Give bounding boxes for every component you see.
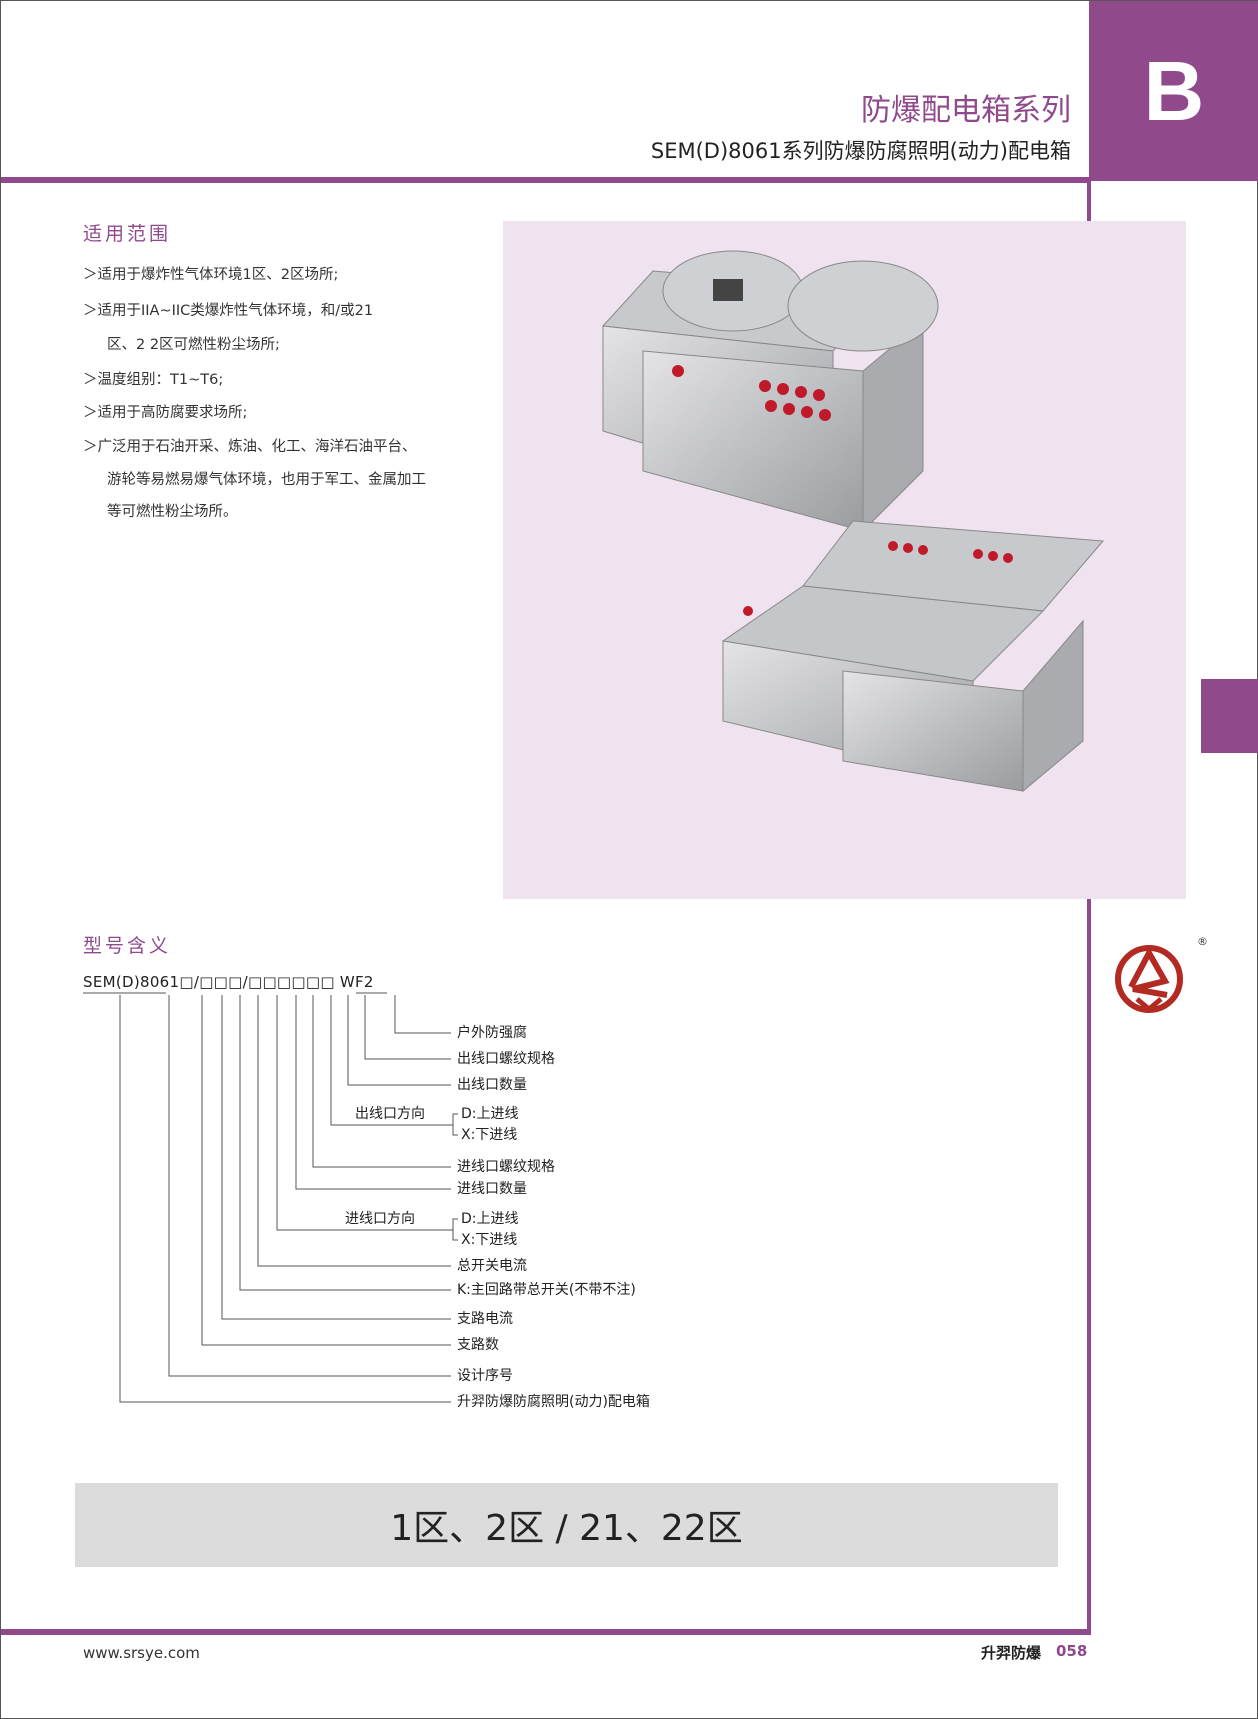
- registered-mark: ®: [1197, 935, 1208, 948]
- box-upper: [601, 250, 939, 533]
- page-number: 058: [1056, 1642, 1088, 1660]
- label-product-name: 升羿防爆防腐照明(动力)配电箱: [457, 1394, 650, 1410]
- product-photo: [503, 221, 1186, 899]
- label-inlet-count: 进线口数量: [457, 1181, 527, 1197]
- company-logo: ®: [1113, 935, 1208, 1023]
- side-divider: [1087, 183, 1091, 1635]
- label-outlet-thread: 出线口螺纹规格: [457, 1051, 555, 1067]
- footer-divider: [1, 1629, 1091, 1635]
- label-inlet-thread: 进线口螺纹规格: [457, 1159, 555, 1175]
- side-tab: [1201, 679, 1258, 753]
- product-title: SEM(D)8061系列防爆防腐照明(动力)配电箱: [650, 139, 1071, 163]
- label-outlet-count: 出线口数量: [457, 1077, 527, 1093]
- model-heading: 型号含义: [83, 935, 172, 957]
- label-outlet-direction: 出线口方向: [355, 1106, 425, 1122]
- scope-item: ＞广泛用于石油开采、炼油、化工、海洋石油平台、: [83, 439, 417, 455]
- box-lower: [721, 520, 1105, 793]
- label-inlet-d: D:上进线: [461, 1211, 519, 1227]
- scope-item: 区、2 2区可燃性粉尘场所;: [107, 337, 280, 353]
- label-branch-current: 支路电流: [457, 1311, 513, 1327]
- label-main-switch-current: 总开关电流: [457, 1258, 527, 1274]
- scope-heading: 适用范围: [83, 223, 172, 245]
- label-outlet-x: X:下进线: [461, 1127, 518, 1143]
- distribution-box-illustration: [601, 250, 1105, 793]
- scope-item: ＞温度组别：T1~T6;: [83, 372, 224, 388]
- label-outlet-d: D:上进线: [461, 1106, 519, 1122]
- label-inlet-x: X:下进线: [461, 1232, 518, 1248]
- series-title: 防爆配电箱系列: [861, 93, 1071, 128]
- zone-banner: 1区、2区 / 21、22区: [75, 1483, 1058, 1567]
- scope-item: ＞适用于高防腐要求场所;: [83, 405, 248, 421]
- scope-item: ＞适用于爆炸性气体环境1区、2区场所;: [83, 267, 339, 283]
- header-divider: [1, 177, 1091, 183]
- label-design-number: 设计序号: [457, 1368, 513, 1384]
- model-code: SEM(D)8061□/□□□/□□□□□□ WF2: [83, 973, 374, 991]
- model-diagram-lines: [83, 992, 458, 1403]
- label-outdoor-anticorrosion: 户外防强腐: [457, 1025, 527, 1041]
- label-main-switch: K:主回路带总开关(不带不注): [457, 1282, 636, 1298]
- label-branch-count: 支路数: [457, 1337, 499, 1353]
- footer-url[interactable]: www.srsye.com: [83, 1644, 200, 1662]
- scope-item: 游轮等易燃易爆气体环境，也用于军工、金属加工: [107, 472, 426, 488]
- footer-brand: 升羿防爆: [980, 1644, 1041, 1662]
- section-tab-b: B: [1089, 1, 1258, 181]
- scope-item: ＞适用于IIA~IIC类爆炸性气体环境，和/或21: [83, 303, 374, 319]
- label-inlet-direction: 进线口方向: [345, 1211, 415, 1227]
- logo-icon: [1115, 945, 1183, 1013]
- scope-item: 等可燃性粉尘场所。: [107, 504, 238, 520]
